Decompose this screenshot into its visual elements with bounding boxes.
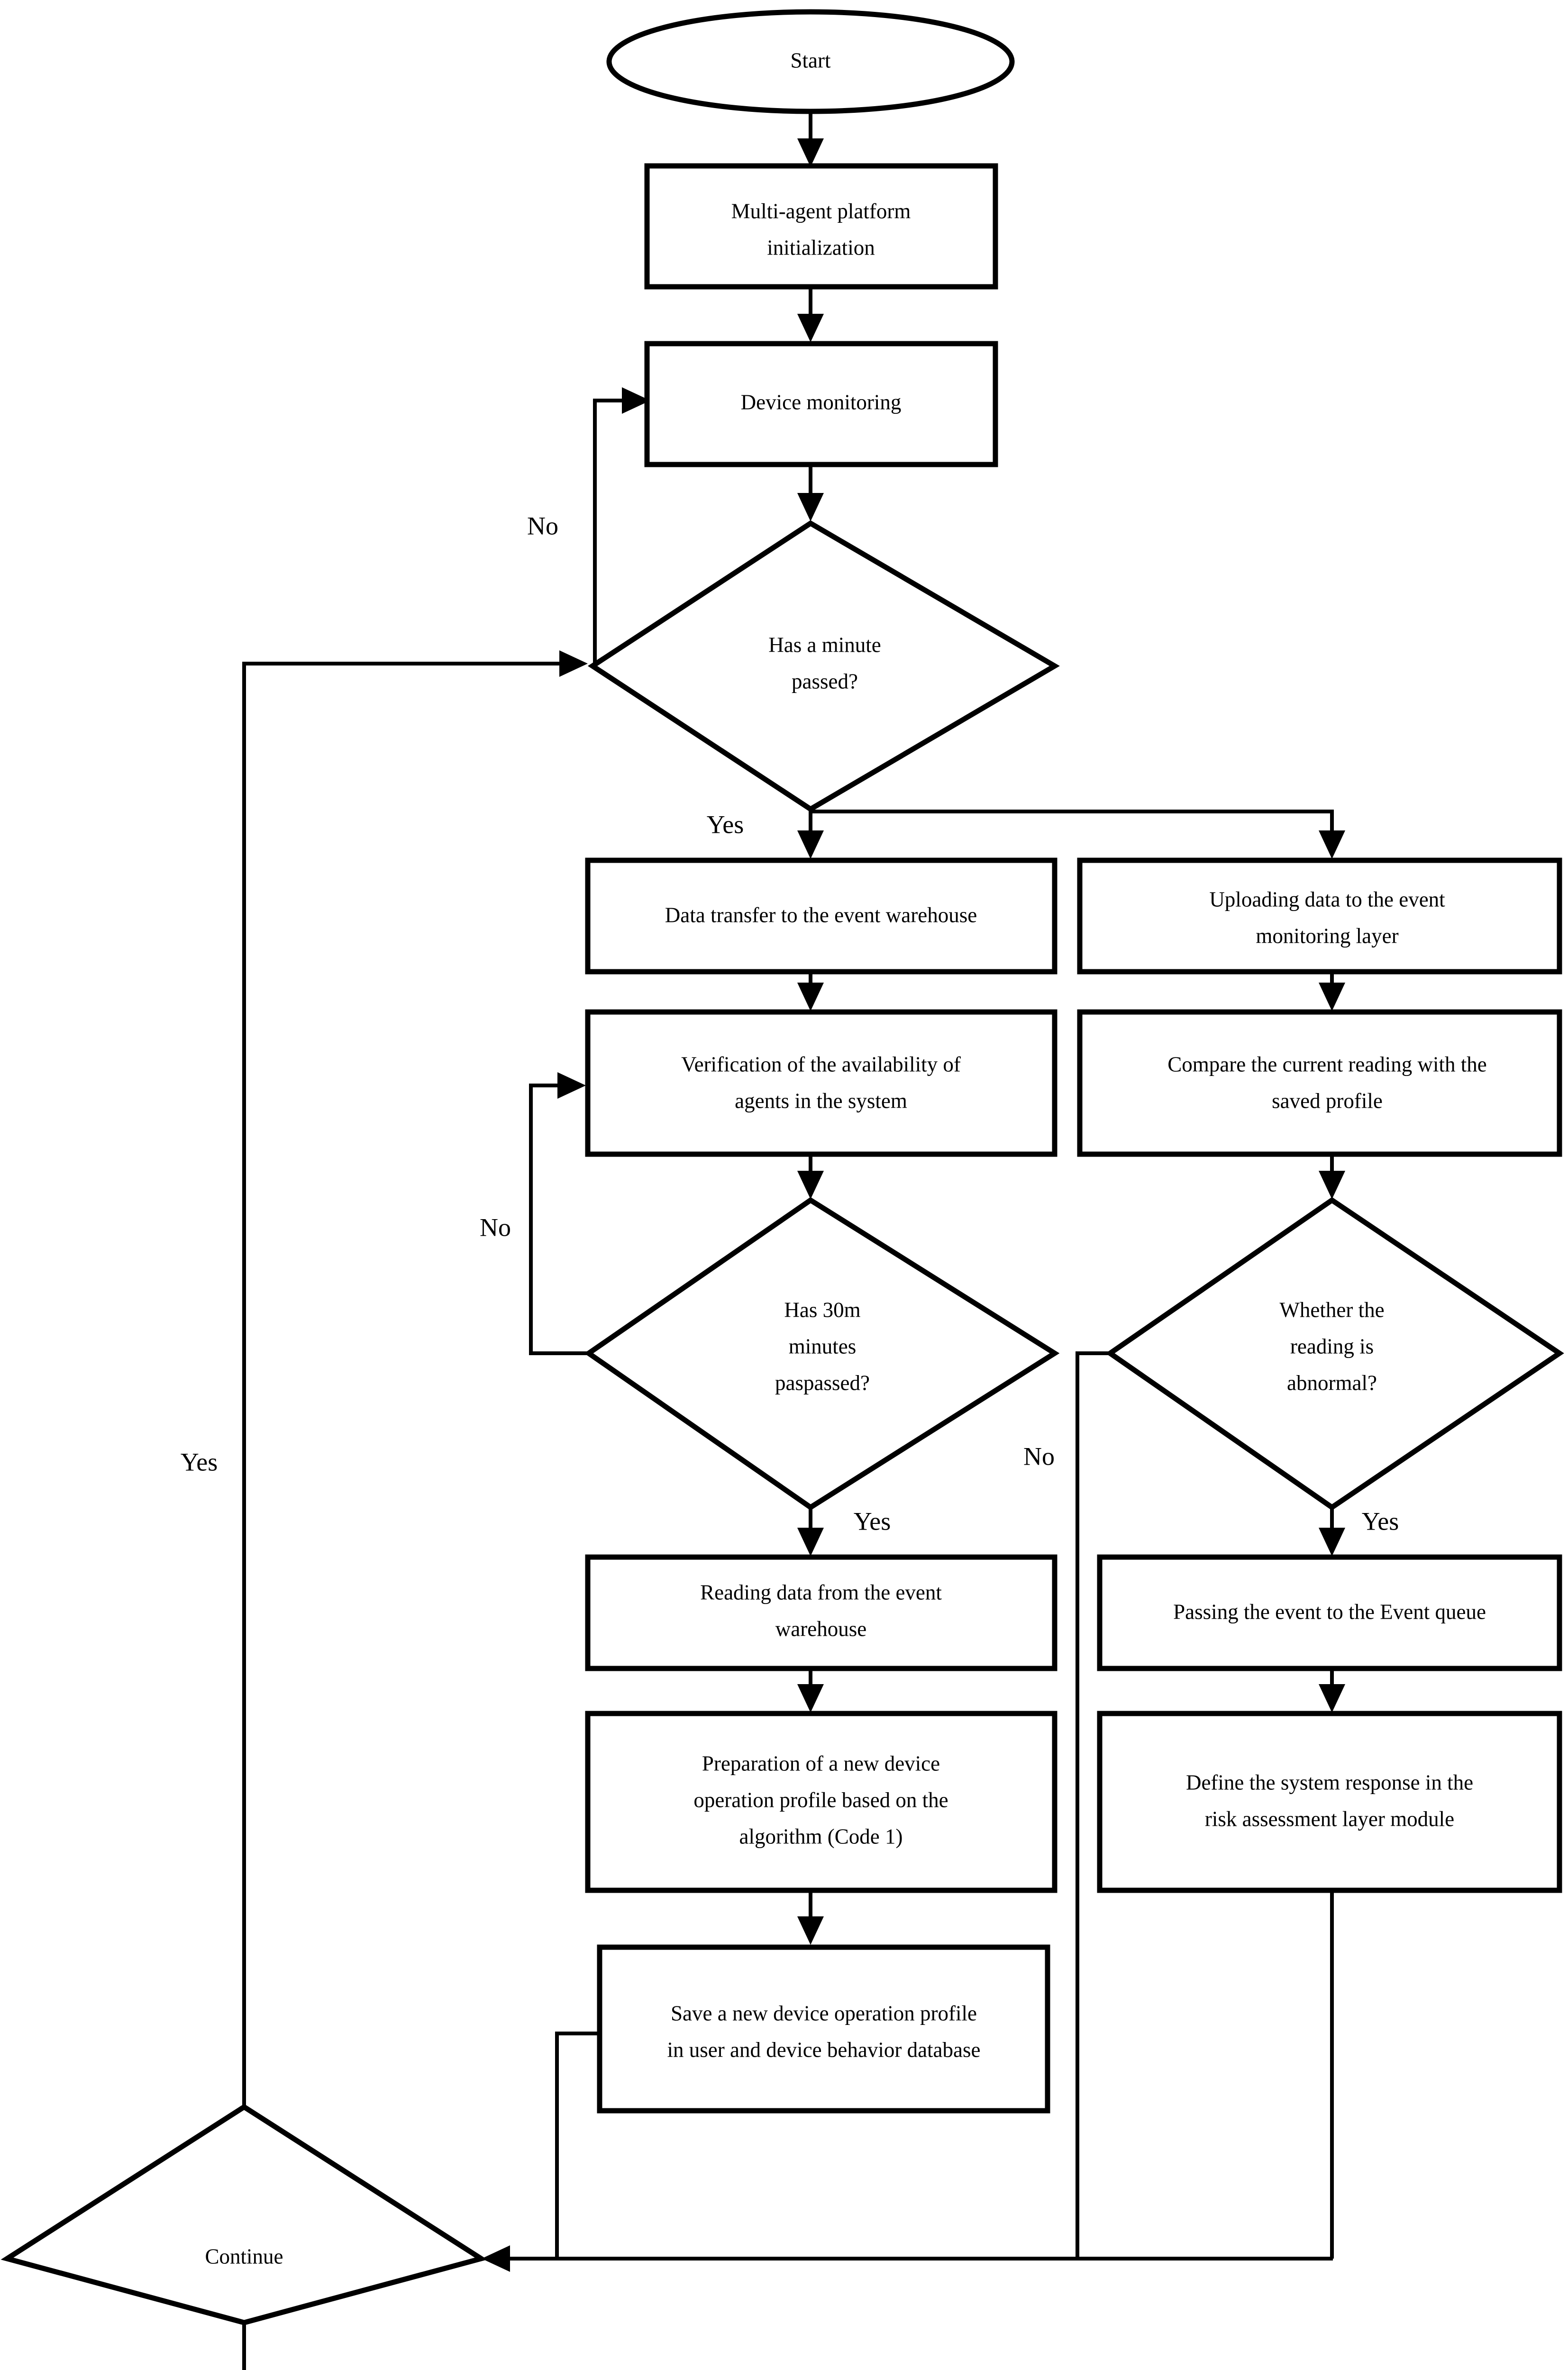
node-thirty-label-line2: minutes [789, 1334, 857, 1358]
edge-start-to-init [797, 112, 824, 167]
edge-device-monitoring-to-minute [797, 465, 824, 521]
edge-label-minute-yes: Yes [707, 810, 744, 839]
node-minute-label-line2: passed? [792, 669, 858, 693]
node-continue[interactable]: Continue [0, 2104, 488, 2325]
node-verification-label-line2: agents in the system [735, 1089, 907, 1112]
node-save-profile[interactable]: Save a new device operation profile in u… [597, 1944, 1050, 2114]
node-thirty-label-line1: Has 30m [784, 1298, 860, 1322]
node-define-label-line1: Define the system response in the [1186, 1770, 1473, 1794]
node-device-monitoring[interactable]: Device monitoring [644, 341, 998, 467]
edge-compare-to-abnormal [1319, 1156, 1345, 1199]
edge-passing-to-define [1319, 1668, 1345, 1713]
node-reading-label-line2: warehouse [775, 1617, 866, 1641]
node-start[interactable]: Start [606, 9, 1015, 114]
edge-reading-to-preparation [797, 1668, 824, 1713]
node-define-response[interactable]: Define the system response in the risk a… [1097, 1711, 1562, 1893]
node-has-30m-passed[interactable]: Has 30m minutes paspassed? [584, 1197, 1060, 1511]
node-minute-label-line1: Has a minute [768, 633, 881, 656]
edge-continue-no-to-stop [242, 2323, 246, 2370]
node-preparation-label-line3: algorithm (Code 1) [739, 1824, 903, 1848]
node-device-monitoring-label: Device monitoring [741, 390, 902, 414]
edge-thirty-no-loop [529, 1072, 590, 1355]
edge-verification-to-thirty [797, 1156, 824, 1199]
edge-save-to-continue [514, 2032, 600, 2261]
node-reading-label-line1: Reading data from the event [700, 1580, 942, 1604]
edge-label-abnormal-yes: Yes [1362, 1507, 1399, 1535]
edge-label-abnormal-no: No [1023, 1442, 1055, 1470]
edge-label-thirty-yes: Yes [854, 1507, 891, 1535]
node-has-a-minute-passed[interactable]: Has a minute passed? [587, 520, 1060, 812]
node-preparation-label-line1: Preparation of a new device [702, 1751, 940, 1775]
node-preparation-label-line2: operation profile based on the [693, 1788, 948, 1812]
edge-label-continue-yes: Yes [181, 1448, 218, 1476]
edge-thirty-yes [797, 1507, 824, 1556]
node-abnormal-label-line2: reading is [1290, 1334, 1374, 1358]
node-abnormal-label-line1: Whether the [1279, 1298, 1384, 1322]
node-start-label: Start [791, 48, 831, 72]
node-compare-label-line1: Compare the current reading with the [1167, 1052, 1487, 1076]
node-preparation-profile[interactable]: Preparation of a new device operation pr… [585, 1711, 1057, 1893]
node-reading-data[interactable]: Reading data from the event warehouse [585, 1554, 1057, 1671]
edge-label-minute-no: No [527, 511, 558, 540]
node-uploading-label-line2: monitoring layer [1256, 924, 1398, 948]
node-compare-reading[interactable]: Compare the current reading with the sav… [1077, 1009, 1562, 1157]
node-uploading-data[interactable]: Uploading data to the event monitoring l… [1077, 857, 1562, 975]
node-reading-abnormal[interactable]: Whether the reading is abnormal? [1105, 1197, 1564, 1511]
node-data-transfer[interactable]: Data transfer to the event warehouse [585, 857, 1057, 975]
node-abnormal-label-line3: abnormal? [1287, 1371, 1377, 1395]
edge-uploading-to-compare [1319, 971, 1345, 1011]
node-save-label-line2: in user and device behavior database [667, 2038, 981, 2061]
node-data-transfer-label: Data transfer to the event warehouse [665, 903, 977, 927]
edge-datatransfer-to-verification [797, 971, 824, 1011]
node-continue-label: Continue [205, 2244, 283, 2268]
node-init-label-line2: initialization [767, 236, 875, 259]
edge-merge-into-continue [482, 2245, 1333, 2272]
edge-abnormal-no [1076, 1351, 1109, 2259]
edge-label-thirty-no: No [480, 1213, 511, 1241]
node-verification-label-line1: Verification of the availability of [681, 1052, 961, 1076]
node-verification-agents[interactable]: Verification of the availability of agen… [585, 1009, 1057, 1157]
node-uploading-label-line1: Uploading data to the event [1209, 887, 1445, 911]
edge-init-to-device-monitoring [797, 288, 824, 342]
edge-minute-no-loop [593, 387, 650, 664]
node-save-label-line1: Save a new device operation profile [671, 2001, 977, 2025]
node-multi-agent-initialization[interactable]: Multi-agent platform initialization [644, 163, 998, 290]
edge-continue-yes-return [242, 650, 588, 2107]
edge-preparation-to-save [797, 1890, 824, 1945]
edge-minute-yes-split [797, 809, 1345, 859]
node-init-label-line1: Multi-agent platform [731, 199, 911, 223]
edge-abnormal-yes [1319, 1507, 1345, 1556]
node-define-label-line2: risk assessment layer module [1205, 1807, 1454, 1831]
node-passing-event[interactable]: Passing the event to the Event queue [1097, 1554, 1562, 1671]
node-thirty-label-line3: paspassed? [775, 1371, 870, 1395]
node-passing-label: Passing the event to the Event queue [1173, 1600, 1486, 1623]
node-compare-label-line2: saved profile [1272, 1089, 1383, 1112]
